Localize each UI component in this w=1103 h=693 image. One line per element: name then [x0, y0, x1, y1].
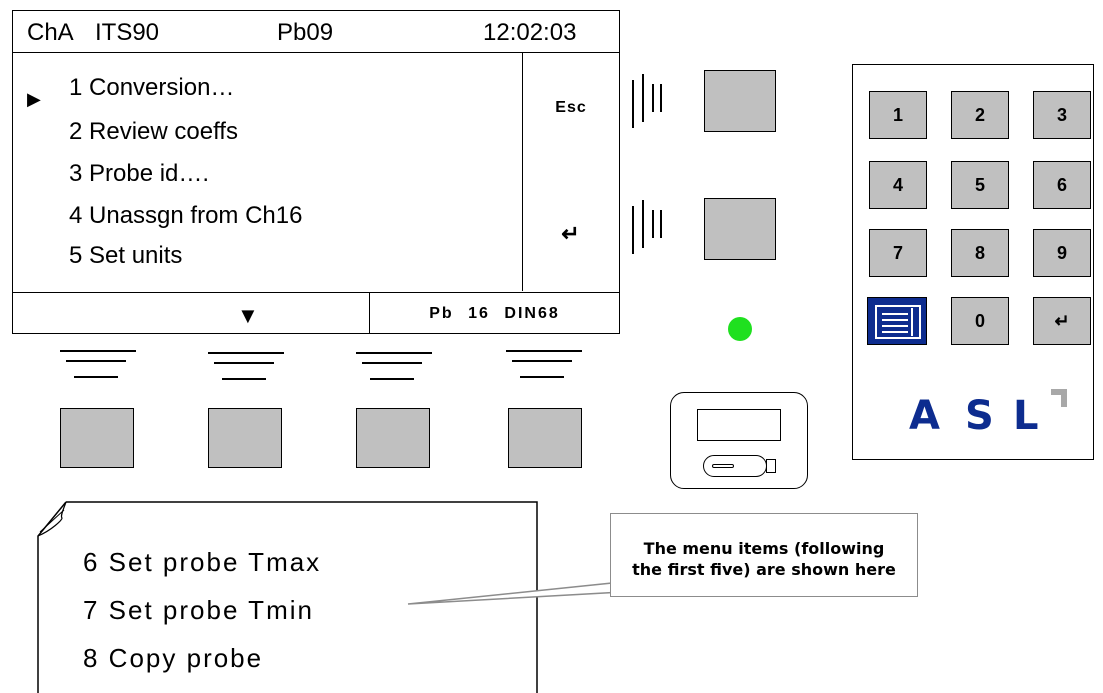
esc-softkey-button[interactable] — [704, 70, 776, 132]
softkey-button-2[interactable] — [208, 408, 282, 468]
esc-softkey-label: Esc — [555, 99, 587, 116]
right-triangle-icon: ▶ — [27, 89, 41, 109]
menu-item-probe-id[interactable]: 3 Probe id…. — [69, 160, 210, 187]
callout-box: The menu items (following the first five… — [610, 513, 918, 597]
key-1[interactable]: 1 — [869, 91, 927, 139]
note-item-set-probe-tmax: 6 Set probe Tmax — [83, 547, 322, 577]
lcd-footer: ▼ Pb 16 DIN68 — [13, 292, 619, 334]
clock-label: 12:02:03 — [483, 19, 577, 46]
usb-plug-icon — [766, 459, 776, 473]
softkey-button-1[interactable] — [60, 408, 134, 468]
asl-logo: A S L — [909, 387, 1079, 439]
menu-key[interactable] — [867, 297, 927, 345]
usb-port — [670, 392, 808, 489]
softkey-indicator-lines — [356, 352, 432, 386]
status-led — [728, 317, 752, 341]
softkey-button-3[interactable] — [356, 408, 430, 468]
softkey-indicator-lines — [60, 350, 136, 384]
lcd-menu: ▶ 1 Conversion… 2 Review coeffs 3 Probe … — [13, 53, 523, 291]
logo-letter-s: S — [965, 393, 994, 439]
logo-letter-a: A — [909, 393, 940, 439]
logo-letter-l: L — [1013, 393, 1039, 439]
logo-corner-mark — [1051, 389, 1067, 407]
scale-label: ITS90 — [95, 19, 160, 46]
menu-item-unassign[interactable]: 4 Unassgn from Ch16 — [69, 202, 303, 229]
footer-divider — [369, 293, 370, 334]
key-4[interactable]: 4 — [869, 161, 927, 209]
channel-label: ChA — [27, 19, 74, 46]
key-9[interactable]: 9 — [1033, 229, 1091, 277]
enter-icon: ↵ — [561, 221, 581, 246]
probe-status: Pb 16 DIN68 — [429, 305, 560, 322]
softkey-indicator-lines — [208, 352, 284, 386]
probe-label: Pb09 — [277, 19, 334, 46]
note-item-set-probe-tmin: 7 Set probe Tmin — [83, 595, 314, 625]
softkey-button-4[interactable] — [508, 408, 582, 468]
note-item-copy-probe: 8 Copy probe — [83, 643, 264, 673]
menu-item-set-units[interactable]: 5 Set units — [69, 242, 183, 269]
key-5[interactable]: 5 — [951, 161, 1009, 209]
softkey-indicator-lines — [506, 350, 582, 384]
lcd-header: ChA ITS90 Pb09 12:02:03 — [13, 11, 619, 53]
usb-slot — [697, 409, 781, 441]
key-0[interactable]: 0 — [951, 297, 1009, 345]
enter-softkey-button[interactable] — [704, 198, 776, 260]
menu-item-conversion[interactable]: 1 Conversion… — [69, 74, 235, 101]
key-2[interactable]: 2 — [951, 91, 1009, 139]
callout-line-1: The menu items (following — [643, 539, 885, 558]
menu-icon — [875, 305, 921, 339]
keypad: 1 2 3 4 5 6 7 8 9 0 ↵ A S L — [852, 64, 1094, 460]
down-triangle-icon: ▼ — [237, 303, 259, 328]
softkey-indicator-lines — [630, 66, 676, 128]
key-6[interactable]: 6 — [1033, 161, 1091, 209]
lcd-display: ChA ITS90 Pb09 12:02:03 ▶ 1 Conversion… … — [12, 10, 620, 334]
softkey-indicator-lines — [630, 192, 676, 254]
key-7[interactable]: 7 — [869, 229, 927, 277]
menu-item-review-coeffs[interactable]: 2 Review coeffs — [69, 118, 238, 145]
key-8[interactable]: 8 — [951, 229, 1009, 277]
callout-line-2: the first five) are shown here — [632, 560, 896, 579]
enter-key[interactable]: ↵ — [1033, 297, 1091, 345]
key-3[interactable]: 3 — [1033, 91, 1091, 139]
